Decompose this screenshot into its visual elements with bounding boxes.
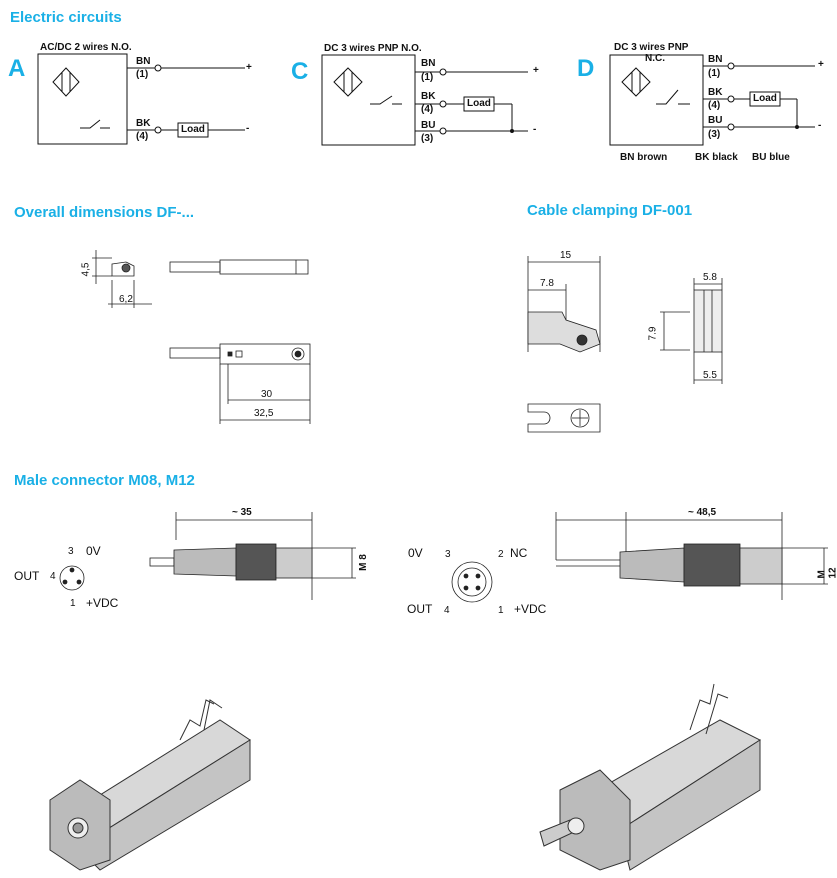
m8-pin4: 4 <box>50 571 56 582</box>
circuit-a-plus: + <box>246 62 252 73</box>
connector-title: Male connector M08, M12 <box>14 472 195 489</box>
circuit-a-minus: - <box>246 123 250 134</box>
circuit-a-caption: AC/DC 2 wires N.O. <box>40 42 132 53</box>
m8-size: M 8 <box>357 554 369 571</box>
circuit-letter-a: A <box>8 55 26 82</box>
cylinder-illustration-right <box>539 683 762 871</box>
circuit-c-wire1: BN <box>421 58 436 69</box>
circuit-c-load: Load <box>467 98 491 109</box>
circuit-a-num1: (1) <box>136 69 149 80</box>
circuits-title: Electric circuits <box>10 9 122 26</box>
clamp-dim-15: 15 <box>560 250 572 261</box>
m12-out: OUT <box>407 602 433 616</box>
legend-black: BK black <box>695 152 738 163</box>
dim-length-32: 32,5 <box>254 408 274 419</box>
circuit-c-caption: DC 3 wires PNP N.O. <box>324 43 422 54</box>
circuit-c-minus: - <box>533 124 537 135</box>
circuit-c-plus: + <box>533 65 539 76</box>
circuit-c-wire3: BU <box>421 120 436 131</box>
circuit-d-load: Load <box>753 93 777 104</box>
cylinder-illustration-left <box>49 699 251 871</box>
dim-length-30: 30 <box>261 389 273 400</box>
clamp-dim-5-8: 5.8 <box>703 272 717 283</box>
m12-0v: 0V <box>408 546 423 560</box>
m8-vdc: +VDC <box>86 596 119 610</box>
circuit-a-wire1: BN <box>136 56 151 67</box>
m8-length: ~ 35 <box>232 507 252 518</box>
m12-size: M 12 <box>816 567 837 579</box>
circuit-a-wire2: BK <box>136 118 151 129</box>
m12-pin2: 2 <box>498 549 504 560</box>
m12-pin1: 1 <box>498 605 504 616</box>
circuit-d-plus: + <box>818 59 824 70</box>
dim-height: 4,5 <box>80 262 92 277</box>
circuit-c-num3: (3) <box>421 133 434 144</box>
m8-pin3: 3 <box>68 546 74 557</box>
dim-width: 6,2 <box>119 294 133 305</box>
circuit-d-minus: - <box>818 120 822 131</box>
m8-pin1: 1 <box>70 598 76 609</box>
circuit-letter-d: D <box>577 55 595 82</box>
circuit-c-num1: (1) <box>421 72 434 83</box>
circuit-c-wire2: BK <box>421 91 436 102</box>
m12-pin4: 4 <box>444 605 450 616</box>
circuit-a <box>37 53 245 145</box>
legend-blue: BU blue <box>752 152 790 163</box>
m8-0v: 0V <box>86 544 101 558</box>
m12-vdc: +VDC <box>514 602 547 616</box>
m12-length: ~ 48,5 <box>688 507 717 518</box>
circuit-a-load: Load <box>181 124 205 135</box>
circuit-a-num2: (4) <box>136 131 149 142</box>
circuit-c <box>321 54 528 146</box>
clamp-dim-7-8: 7.8 <box>540 278 554 289</box>
circuit-d-num3: (3) <box>708 129 721 140</box>
m8-out: OUT <box>14 569 40 583</box>
circuit-letter-c: C <box>291 58 309 85</box>
dimensions-title: Overall dimensions DF-... <box>14 204 195 221</box>
circuit-d-caption2: N.C. <box>645 53 665 64</box>
circuit-d-wire1: BN <box>708 54 723 65</box>
circuit-d-wire2: BK <box>708 87 723 98</box>
legend-brown: BN brown <box>620 152 668 163</box>
clamp-dim-7-9: 7.9 <box>647 326 659 341</box>
clamping-title: Cable clamping DF-001 <box>527 202 693 219</box>
circuit-d-num1: (1) <box>708 68 721 79</box>
m12-nc: NC <box>510 546 528 560</box>
circuit-c-num2: (4) <box>421 104 434 115</box>
clamp-dim-5-5: 5.5 <box>703 370 717 381</box>
circuit-d-wire3: BU <box>708 115 723 126</box>
circuit-d-num2: (4) <box>708 100 721 111</box>
circuit-d <box>609 54 815 146</box>
circuit-d-caption: DC 3 wires PNP <box>614 42 689 53</box>
m12-pin3: 3 <box>445 549 451 560</box>
